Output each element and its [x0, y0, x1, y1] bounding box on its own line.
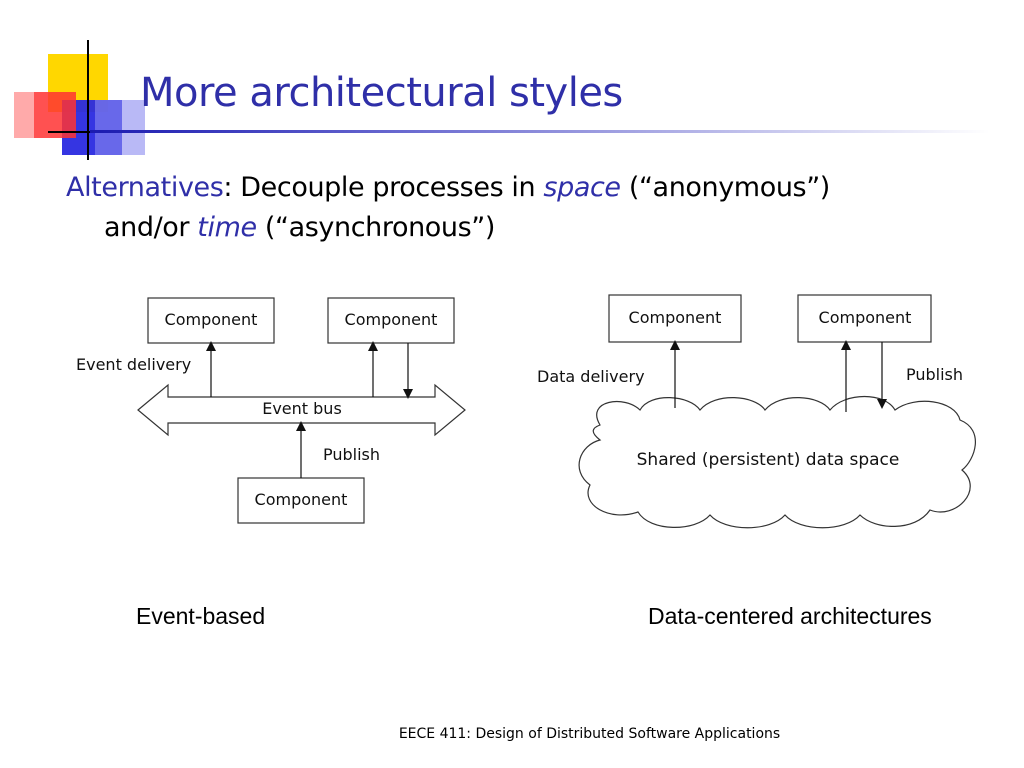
- data-delivery-label: Data delivery: [537, 367, 645, 386]
- data-centered-diagram: Component Component Shared (persistent) …: [537, 294, 976, 529]
- event-component-bottom: [237, 477, 365, 524]
- shared-data-space-cloud: [578, 395, 976, 529]
- data-component-left-label: Component: [629, 308, 722, 327]
- bullet-text-4: (“asynchronous”): [256, 212, 496, 243]
- bullet-space-emphasis: space: [543, 172, 621, 203]
- bullet-term: Alternatives: [66, 172, 224, 203]
- event-delivery-label: Event delivery: [76, 355, 191, 374]
- bullet-text-3: and/or: [104, 212, 198, 243]
- data-component-right: [797, 294, 932, 343]
- slide-title: More architectural styles: [140, 70, 623, 116]
- event-component-bottom-label: Component: [255, 490, 348, 509]
- event-based-diagram: Component Component Component Event bus …: [76, 297, 466, 524]
- bullet-line-2: and/or time (“asynchronous”): [66, 208, 966, 248]
- data-component-left: [608, 294, 742, 343]
- event-bus-arrow: [137, 383, 466, 437]
- event-publish-label: Publish: [323, 445, 380, 464]
- event-component-top-left: [147, 297, 275, 344]
- bullet-time-emphasis: time: [197, 212, 257, 243]
- title-underline: [90, 130, 990, 133]
- event-component-top-right-label: Component: [345, 310, 438, 329]
- slide-logo-decoration: [14, 40, 145, 160]
- slide-footer: EECE 411: Design of Distributed Software…: [398, 726, 781, 742]
- shared-data-space-label: Shared (persistent) data space: [637, 450, 900, 470]
- event-component-top-left-label: Component: [165, 310, 258, 329]
- bullet-text-1: : Decouple processes in: [223, 172, 544, 203]
- data-centered-caption: Data-centered architectures: [648, 603, 932, 629]
- event-based-caption: Event-based: [136, 603, 266, 629]
- event-component-top-right: [327, 297, 455, 344]
- bullet-point: Alternatives: Decouple processes in spac…: [66, 168, 966, 248]
- data-component-right-label: Component: [819, 308, 912, 327]
- event-bus-label: Event bus: [262, 399, 342, 418]
- data-publish-label: Publish: [906, 365, 963, 384]
- bullet-text-2: (“anonymous”): [620, 172, 831, 203]
